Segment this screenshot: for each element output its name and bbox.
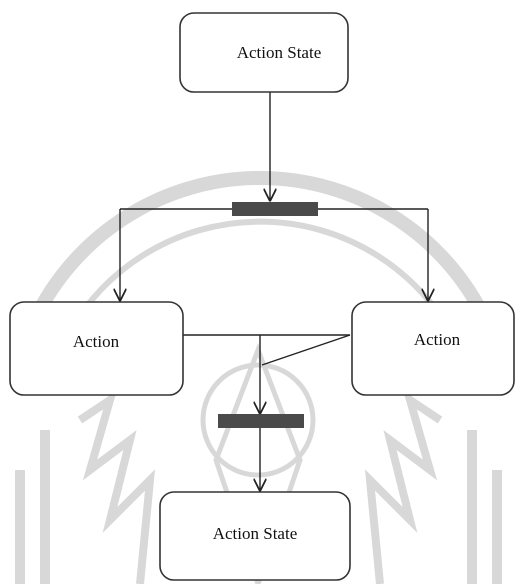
fork-bar	[232, 202, 318, 216]
node-top-label: Action State	[237, 43, 322, 62]
node-left-label: Action	[73, 332, 120, 351]
connectors	[120, 92, 428, 490]
node-top-action-state: Action State	[179, 12, 349, 93]
join-bar	[218, 414, 304, 428]
node-bottom-action-state: Action State	[159, 491, 351, 581]
node-right-action: Action	[351, 301, 515, 396]
node-right-label: Action	[414, 330, 461, 349]
edge-right-to-join-diagonal	[261, 334, 351, 366]
node-left-action: Action	[9, 301, 184, 396]
node-bottom-label: Action State	[213, 524, 298, 543]
